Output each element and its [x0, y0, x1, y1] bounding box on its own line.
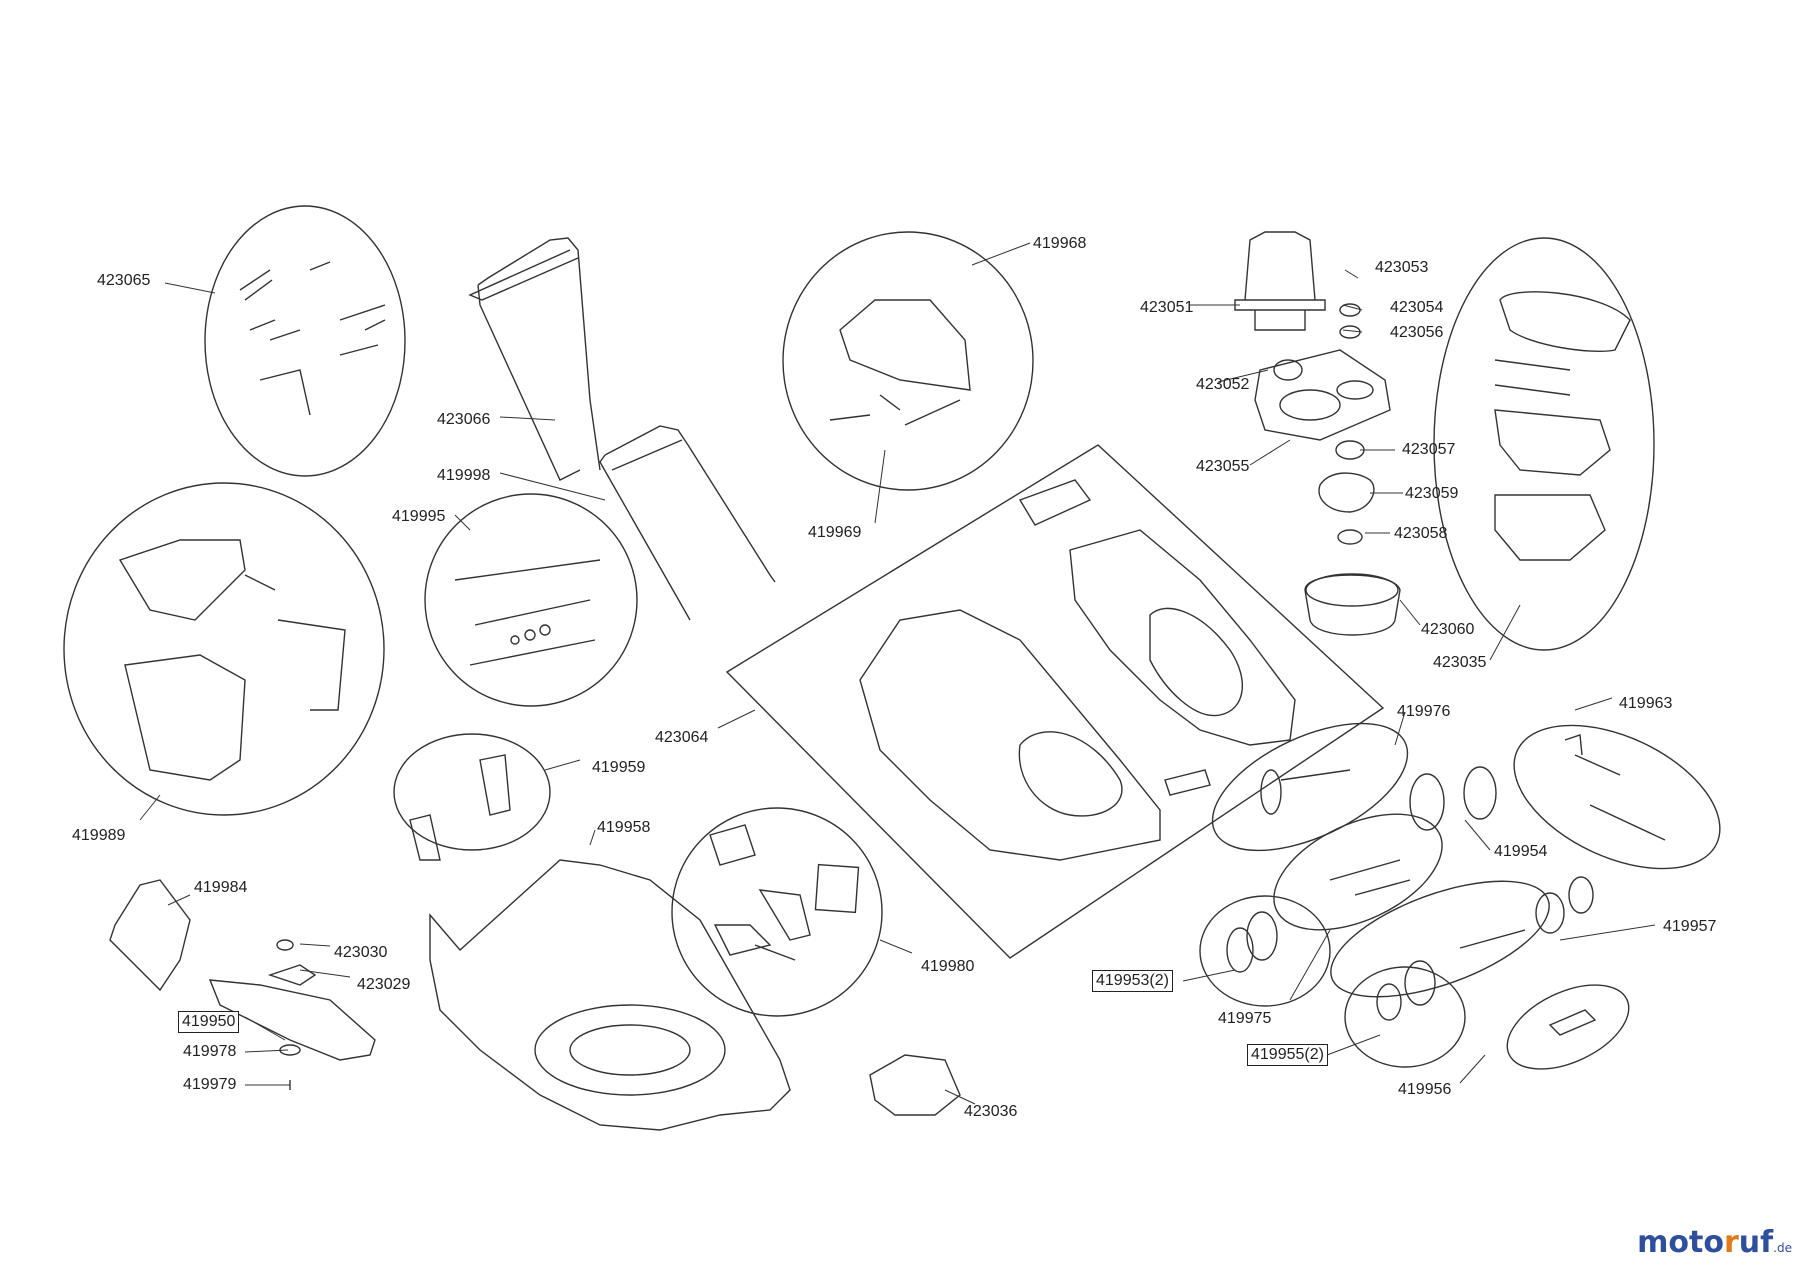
fan-housing	[1304, 574, 1401, 636]
ellipse-axle-spring	[1211, 722, 1409, 852]
part-label: 419958	[597, 819, 651, 836]
part-label: 419979	[183, 1076, 237, 1093]
part-label: 419954	[1494, 843, 1548, 860]
part-label: 423056	[1390, 324, 1444, 341]
part-label: 419969	[808, 524, 862, 541]
circle-handle-switch	[204, 205, 406, 477]
part-label: 423059	[1405, 485, 1459, 502]
ellipse-front-wheels	[1199, 895, 1331, 1007]
part-label: 423064	[655, 729, 709, 746]
part-label: 419953(2)	[1092, 970, 1173, 992]
part-label: 419956	[1398, 1081, 1452, 1098]
part-label: 419975	[1218, 1010, 1272, 1027]
part-label: 419955(2)	[1247, 1044, 1328, 1066]
part-label: 423054	[1390, 299, 1444, 316]
motoruf-watermark: motoruf.de	[1637, 1225, 1792, 1260]
part-label: 419976	[1397, 703, 1451, 720]
part-label: 423060	[1421, 621, 1475, 638]
part-label: 419963	[1619, 695, 1673, 712]
part-label: 423057	[1402, 441, 1456, 458]
ellipse-rear-axle	[1330, 880, 1550, 998]
ellipse-lever-rear	[1513, 724, 1721, 870]
part-label: 419980	[921, 958, 975, 975]
part-label: 423029	[357, 976, 411, 993]
deck	[429, 859, 791, 1131]
blade	[208, 979, 376, 1061]
part-label: 423051	[1140, 299, 1194, 316]
part-label: 419959	[592, 759, 646, 776]
part-label: 419998	[437, 467, 491, 484]
part-label: 419984	[194, 879, 248, 896]
part-label: 419978	[183, 1043, 237, 1060]
part-label: 423036	[964, 1103, 1018, 1120]
handle-upper	[468, 237, 601, 481]
ellipse-wheel-caps	[1506, 984, 1630, 1070]
part-label: 423053	[1375, 259, 1429, 276]
motor-plate	[1254, 349, 1391, 441]
part-label: 423035	[1433, 654, 1487, 671]
circle-flap	[671, 807, 883, 1017]
ellipse-axle	[1273, 813, 1443, 931]
part-label: 423065	[97, 272, 151, 289]
part-label: 419995	[392, 508, 446, 525]
part-label: 423055	[1196, 458, 1250, 475]
part-label: 423052	[1196, 376, 1250, 393]
circle-clip	[393, 733, 551, 851]
circle-height-adjust	[424, 493, 638, 707]
part-label: 419950	[178, 1011, 240, 1033]
part-label: 419989	[72, 827, 126, 844]
belt	[1318, 472, 1375, 513]
part-label: 419957	[1663, 918, 1717, 935]
motor-body	[1234, 231, 1326, 331]
circle-lever	[782, 231, 1034, 491]
part-label: 423058	[1394, 525, 1448, 542]
circle-grassbox	[63, 482, 385, 816]
handle-lower	[599, 425, 776, 621]
part-label: 423030	[334, 944, 388, 961]
housing-cover-outline	[725, 444, 1385, 959]
part-label: 419968	[1033, 235, 1087, 252]
circle-grassbox-lid	[1433, 237, 1655, 651]
part-label: 423066	[437, 411, 491, 428]
ellipse-wheel-small	[1344, 966, 1466, 1068]
